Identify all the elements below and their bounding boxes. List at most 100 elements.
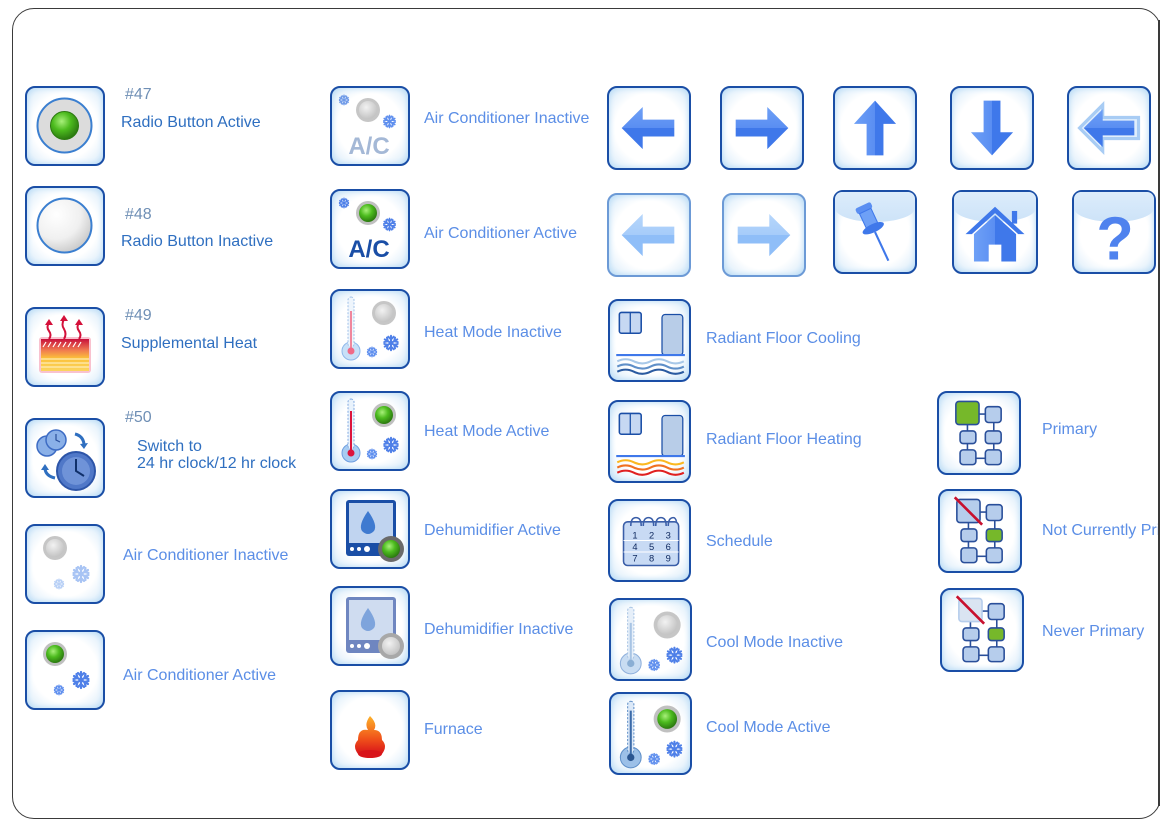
item-label: Cool Mode Inactive <box>706 634 843 651</box>
arrow-left-disabled-icon <box>621 213 675 257</box>
back-arrow-icon <box>1077 101 1141 156</box>
dehumidifier-active-tile[interactable] <box>330 489 410 569</box>
radiant-floor-cooling-icon <box>616 311 685 375</box>
item-label: Dehumidifier Active <box>424 522 561 539</box>
item-label: Air Conditioner Active <box>123 667 276 684</box>
arrow-up-icon <box>853 100 897 156</box>
radio-active-icon <box>36 97 93 154</box>
item-label: Radio Button Active <box>121 114 261 131</box>
item-label-line2: 24 hr clock/12 hr clock <box>137 455 297 472</box>
cool-mode-inactive-tile[interactable] <box>609 598 692 681</box>
air-conditioner-inactive-icon <box>43 536 90 590</box>
clock-switch-tile[interactable] <box>25 418 105 498</box>
item-label: Heat Mode Active <box>424 423 550 440</box>
frame-right-mask <box>1159 0 1170 826</box>
item-number: #48 <box>125 206 152 223</box>
svg-text:A/C: A/C <box>348 236 389 263</box>
svg-text:?: ? <box>1096 204 1133 271</box>
svg-text:8: 8 <box>649 553 654 563</box>
arrow-down-icon <box>970 100 1014 156</box>
svg-text:2: 2 <box>649 530 654 540</box>
cool-mode-active-tile[interactable] <box>609 692 692 775</box>
item-number: #49 <box>125 307 152 324</box>
item-label: Never Primary <box>1042 623 1145 640</box>
item-label-line1: Switch to <box>137 438 202 455</box>
svg-text:6: 6 <box>666 542 671 552</box>
ac-active-tile[interactable]: A/C <box>330 189 410 269</box>
schedule-tile[interactable]: 1 2 3 4 5 6 7 8 9 <box>608 499 691 582</box>
radiant-floor-heating-icon <box>616 412 685 476</box>
item-label: Schedule <box>706 533 773 550</box>
cool-mode-inactive-icon <box>619 606 683 675</box>
pushpin-icon <box>855 202 890 262</box>
air-conditioner-active-icon <box>43 642 90 696</box>
cool-mode-active-icon <box>619 700 683 769</box>
svg-text:5: 5 <box>649 542 654 552</box>
item-label: Not Currently Primary <box>1042 522 1170 539</box>
home-button[interactable] <box>952 190 1038 274</box>
radio-button-active-tile[interactable] <box>25 86 105 166</box>
ac-inactive-tile[interactable]: A/C <box>330 86 410 166</box>
item-label: Radio Button Inactive <box>121 233 274 250</box>
arrow-down-button[interactable] <box>950 86 1034 170</box>
arrow-right-disabled-icon <box>737 213 791 257</box>
help-icon: ? <box>1096 204 1133 271</box>
schedule-icon: 1 2 3 4 5 6 7 8 9 <box>622 516 680 567</box>
item-label: Air Conditioner Inactive <box>424 110 590 127</box>
arrow-right-icon <box>735 106 789 150</box>
arrow-up-button[interactable] <box>833 86 917 170</box>
svg-text:7: 7 <box>632 553 637 563</box>
item-label: Radiant Floor Cooling <box>706 330 861 347</box>
svg-text:4: 4 <box>632 542 637 552</box>
item-label: Radiant Floor Heating <box>706 431 862 448</box>
heat-mode-inactive-icon <box>341 296 399 361</box>
heat-mode-active-icon <box>341 398 399 463</box>
supplemental-heat-icon <box>39 315 91 373</box>
arrow-right-button[interactable] <box>720 86 804 170</box>
item-number: #47 <box>125 86 152 103</box>
not-currently-primary-tile[interactable] <box>938 489 1022 573</box>
item-label: Heat Mode Inactive <box>424 324 562 341</box>
radiant-floor-heating-tile[interactable] <box>608 400 691 483</box>
pushpin-button[interactable] <box>833 190 917 274</box>
not-currently-primary-icon <box>953 496 1003 564</box>
svg-text:3: 3 <box>666 530 671 540</box>
radio-inactive-icon <box>36 197 93 254</box>
arrow-right-disabled-button[interactable] <box>722 193 806 277</box>
air-conditioner-active-tile[interactable] <box>25 630 105 710</box>
never-primary-icon <box>955 595 1005 663</box>
item-label: Dehumidifier Inactive <box>424 621 574 638</box>
frame-right-edge <box>1158 20 1160 806</box>
help-button[interactable]: ? <box>1072 190 1156 274</box>
back-arrow-button[interactable] <box>1067 86 1151 170</box>
primary-tile[interactable] <box>937 391 1021 475</box>
heat-mode-active-tile[interactable] <box>330 391 410 471</box>
heat-mode-inactive-tile[interactable] <box>330 289 410 369</box>
radio-button-inactive-tile[interactable] <box>25 186 105 266</box>
dehumidifier-inactive-icon <box>346 597 404 659</box>
svg-text:9: 9 <box>666 553 671 563</box>
arrow-left-disabled-button[interactable] <box>607 193 691 277</box>
air-conditioner-inactive-tile[interactable] <box>25 524 105 604</box>
furnace-tile[interactable] <box>330 690 410 770</box>
ac-inactive-icon: A/C <box>338 94 396 160</box>
arrow-left-button[interactable] <box>607 86 691 170</box>
furnace-icon <box>355 716 385 758</box>
dehumidifier-active-icon <box>346 500 404 562</box>
item-label: Primary <box>1042 421 1098 438</box>
dehumidifier-inactive-tile[interactable] <box>330 586 410 666</box>
svg-text:1: 1 <box>632 530 637 540</box>
item-label: Furnace <box>424 721 483 738</box>
item-label: Air Conditioner Inactive <box>123 547 289 564</box>
primary-icon <box>955 400 1002 466</box>
svg-text:A/C: A/C <box>348 133 389 160</box>
item-label: Cool Mode Active <box>706 719 831 736</box>
supplemental-heat-tile[interactable] <box>25 307 105 387</box>
arrow-left-icon <box>621 106 675 150</box>
never-primary-tile[interactable] <box>940 588 1024 672</box>
radiant-floor-cooling-tile[interactable] <box>608 299 691 382</box>
ac-active-icon: A/C <box>338 197 396 263</box>
item-number: #50 <box>125 409 152 426</box>
item-label: Supplemental Heat <box>121 335 258 352</box>
clock-switch-icon <box>36 429 96 491</box>
